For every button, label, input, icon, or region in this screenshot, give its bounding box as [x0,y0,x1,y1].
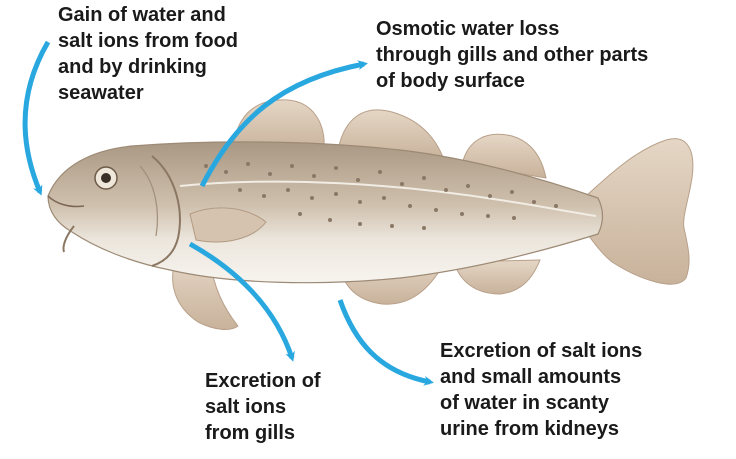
label-line: of body surface [376,68,648,94]
arrow-gain-into-mouth [25,42,48,192]
arrow-kidney-excretion [340,300,430,382]
label-line: Osmotic water loss [376,16,648,42]
label-line: seawater [58,80,238,106]
label-line: salt ions from food [58,28,238,54]
label-excretion-kidneys: Excretion of salt ions and small amounts… [440,338,642,442]
label-line: Gain of water and [58,2,238,28]
label-line: urine from kidneys [440,416,642,442]
label-gain-water-salt: Gain of water and salt ions from food an… [58,2,238,106]
label-line: from gills [205,420,321,446]
label-line: and small amounts [440,364,642,390]
label-excretion-gills: Excretion of salt ions from gills [205,368,321,446]
label-line: salt ions [205,394,321,420]
label-line: through gills and other parts [376,42,648,68]
label-line: of water in scanty [440,390,642,416]
label-line: and by drinking [58,54,238,80]
label-line: Excretion of [205,368,321,394]
label-osmotic-water-loss: Osmotic water loss through gills and oth… [376,16,648,94]
pupil [101,173,111,183]
label-line: Excretion of salt ions [440,338,642,364]
